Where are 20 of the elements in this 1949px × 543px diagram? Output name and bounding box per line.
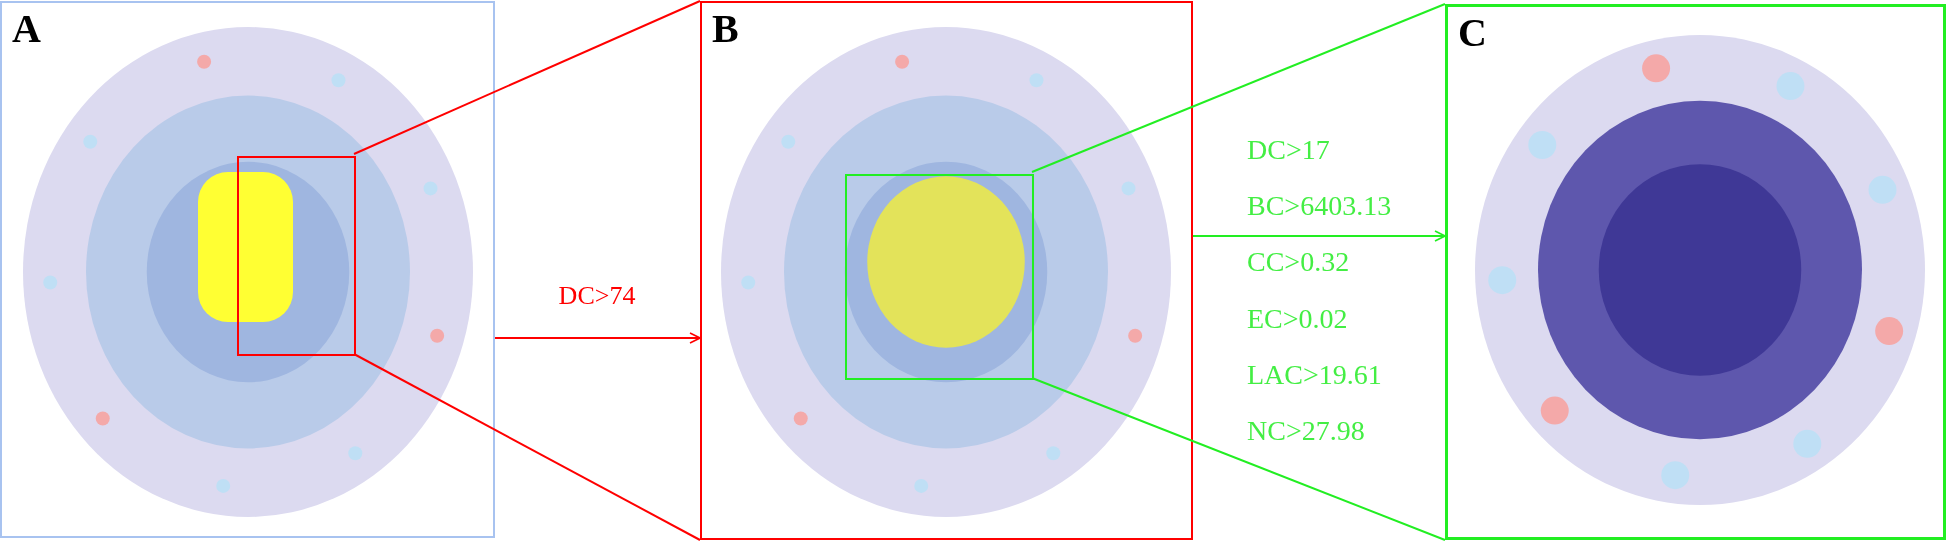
zoom-line: [353, 0, 701, 155]
zoom-box: [845, 174, 1034, 380]
threshold-text: CC>0.32: [1247, 248, 1350, 276]
threshold-text: EC>0.02: [1247, 305, 1348, 333]
zoom-line: [1031, 377, 1446, 541]
threshold-text: NC>27.98: [1247, 417, 1365, 445]
zoom-line: [353, 353, 701, 541]
panel-letter: C: [1458, 13, 1487, 53]
arrow: [494, 332, 701, 344]
threshold-text: BC>6403.13: [1247, 192, 1392, 220]
arrow: [1192, 230, 1446, 242]
threshold-text: LAC>19.61: [1247, 361, 1382, 389]
panel-frame: [700, 1, 1193, 540]
zoom-line: [1031, 3, 1446, 173]
panel-letter: B: [712, 9, 739, 49]
panel-letter: A: [12, 9, 41, 49]
zoom-box: [237, 156, 356, 356]
panel-frame: [0, 1, 495, 538]
threshold-text: DC>17: [1247, 136, 1330, 164]
panel-frame: [1445, 4, 1946, 540]
